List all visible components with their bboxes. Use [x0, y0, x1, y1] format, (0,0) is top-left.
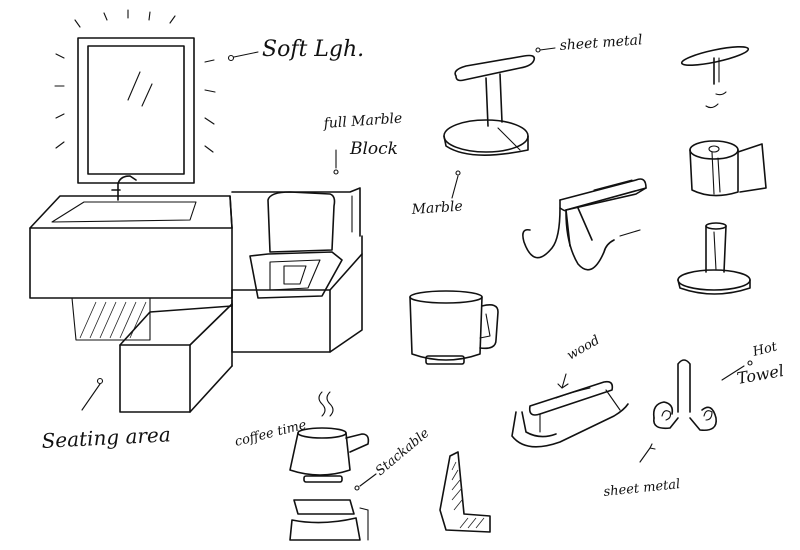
post-holder-sketch — [677, 222, 751, 295]
label-coffee-time: coffee time — [233, 418, 308, 450]
marble-holder-sketch — [443, 47, 556, 199]
label-wood: wood — [565, 333, 603, 364]
coffee-cup-sketch — [289, 391, 377, 541]
label-sheet-metal-top: sheet metal — [559, 32, 643, 54]
wall-hook-sketch — [522, 178, 647, 271]
label-full-marble: full Marble — [322, 111, 403, 133]
hot-towel-hook-sketch — [639, 359, 753, 463]
label-towel: Towel — [735, 361, 785, 388]
toilet-block-sketch — [231, 149, 363, 353]
small-dish-sketch — [680, 46, 750, 109]
seating-block-sketch — [119, 299, 233, 413]
label-seating-area: Seating area — [41, 422, 171, 453]
mirror-sketch — [54, 9, 259, 184]
shelf-profile-sketch — [439, 451, 491, 533]
mug-sketch — [409, 290, 499, 365]
wood-rail-sketch — [511, 373, 629, 448]
label-hot: Hot — [750, 339, 779, 360]
label-stackable: Stackable — [373, 426, 433, 479]
label-soft-light: Soft Lgh. — [262, 37, 364, 62]
label-sheet-metal-bottom: sheet metal — [603, 477, 681, 500]
toilet-roll-sketch — [689, 140, 767, 197]
seating-area-pointer — [96, 377, 104, 385]
label-block: Block — [349, 139, 398, 159]
vanity-sketch — [29, 175, 233, 341]
label-marble: Marble — [410, 198, 463, 218]
